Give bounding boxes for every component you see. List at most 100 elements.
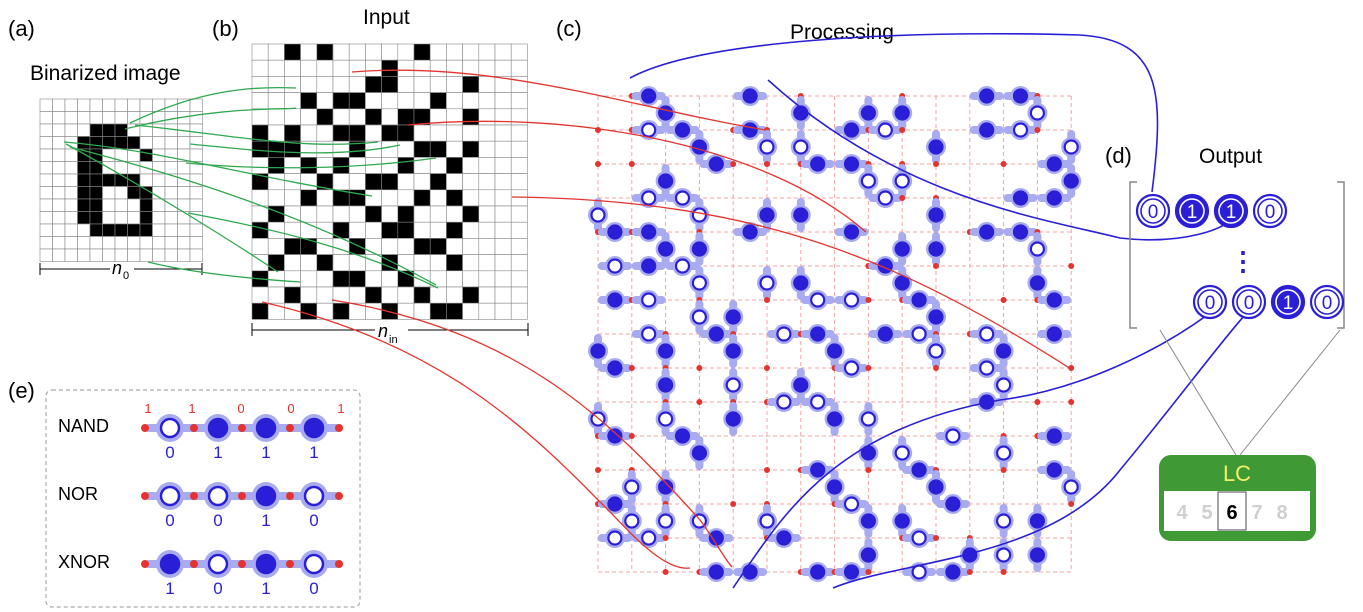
- hollow-bit-node-icon: [810, 292, 826, 308]
- filled-bit-node-icon: [255, 417, 277, 439]
- pixel-off: [39, 248, 53, 262]
- pixel-off: [139, 136, 153, 150]
- pixel-off: [164, 148, 178, 162]
- pixel-on: [381, 59, 399, 77]
- filled-bit-node-icon: [826, 343, 843, 359]
- pixel-off: [462, 173, 480, 191]
- hollow-bit-node-icon: [641, 326, 657, 342]
- pixel-off: [102, 198, 116, 212]
- pixel-off: [64, 123, 78, 137]
- pixel-off: [348, 43, 366, 61]
- pixel-on: [77, 173, 91, 187]
- hollow-bit-node-icon: [995, 377, 1012, 393]
- pixel-off: [114, 211, 128, 225]
- panel-b-dimension: n in: [251, 321, 529, 346]
- pixel-off: [52, 236, 66, 250]
- filled-bit-node-icon: [1012, 88, 1029, 104]
- pixel-off: [446, 76, 463, 93]
- junction-dot-icon: [141, 424, 149, 432]
- pixel-off: [139, 173, 153, 187]
- pixel-off: [64, 98, 78, 112]
- pixel-off: [114, 186, 128, 200]
- pixel-on: [365, 286, 382, 304]
- pixel-off: [52, 123, 66, 137]
- pixel-off: [348, 173, 366, 191]
- pixel-off: [462, 43, 480, 61]
- pixel-off: [164, 236, 178, 250]
- filled-bit-node-icon: [255, 485, 277, 507]
- pixel-off: [189, 98, 203, 112]
- pixel-off: [478, 124, 496, 142]
- pixel-off: [39, 98, 53, 112]
- blue-wire: [832, 313, 1247, 589]
- green-wire: [134, 124, 379, 145]
- lc-digit: 7: [1251, 502, 1262, 524]
- gate-output-bit: 0: [213, 511, 222, 530]
- green-wire: [69, 146, 437, 286]
- filled-bit-node-icon: [725, 411, 741, 427]
- pixel-off: [251, 238, 269, 255]
- hollow-bit-node-icon: [303, 485, 325, 507]
- pixel-off: [478, 221, 496, 239]
- output-bit-label: 1: [1283, 293, 1294, 314]
- pixel-on: [267, 254, 285, 272]
- pixel-off: [510, 221, 528, 239]
- red-wire: [331, 299, 733, 568]
- hollow-bit-node-icon: [759, 275, 775, 291]
- gate-input-bit: 0: [287, 401, 294, 416]
- pixel-off: [397, 238, 415, 255]
- pixel-off: [189, 236, 203, 250]
- gate-name: NAND: [58, 416, 109, 436]
- pixel-off: [494, 205, 512, 223]
- filled-bit-node-icon: [1046, 156, 1062, 172]
- pixel-off: [139, 236, 153, 250]
- filled-bit-node-icon: [894, 105, 910, 121]
- pixel-off: [164, 248, 178, 262]
- filled-bit-node-icon: [641, 258, 657, 274]
- filled-bit-node-icon: [657, 377, 674, 393]
- filled-bit-node-icon: [303, 417, 325, 439]
- pixel-off: [89, 248, 103, 262]
- pixel-on: [365, 76, 382, 93]
- hollow-bit-node-icon: [641, 190, 657, 206]
- green-wire: [189, 143, 401, 154]
- junction-dot-icon: [764, 161, 770, 167]
- pixel-off: [446, 59, 463, 77]
- pixel-off: [446, 124, 463, 142]
- pixel-off: [251, 157, 269, 174]
- pixel-on: [462, 76, 480, 93]
- junction-dot-icon: [730, 161, 737, 167]
- output-bit-label: 0: [1205, 293, 1216, 314]
- pixel-off: [494, 173, 512, 191]
- pixel-off: [52, 173, 66, 187]
- pixel-off: [64, 223, 78, 237]
- filled-bit-node-icon: [860, 105, 877, 121]
- filled-bit-node-icon: [607, 224, 623, 240]
- junction-dot-icon: [865, 297, 872, 303]
- pixel-on: [316, 254, 334, 272]
- pixel-off: [429, 157, 447, 174]
- hollow-bit-node-icon: [928, 343, 944, 359]
- pixel-on: [332, 157, 350, 174]
- red-wire: [261, 301, 691, 569]
- green-wire: [187, 212, 439, 289]
- pixel-on: [267, 140, 285, 158]
- pixel-off: [64, 211, 78, 225]
- pixel-off: [494, 302, 512, 320]
- pixel-off: [365, 59, 382, 77]
- binarized-image-grid: [39, 98, 203, 262]
- pixel-off: [478, 286, 496, 304]
- gate-output-bit: 1: [309, 443, 318, 462]
- hollow-bit-node-icon: [607, 530, 623, 546]
- filled-bit-node-icon: [860, 513, 877, 529]
- pixel-off: [251, 92, 269, 110]
- hollow-bit-node-icon: [945, 428, 961, 444]
- pixel-on: [332, 92, 350, 110]
- lc-digit: 5: [1201, 502, 1212, 524]
- lc-active-box: [1217, 491, 1247, 531]
- output-bit-inner: [1179, 198, 1205, 224]
- filled-bit-node-icon: [590, 343, 606, 359]
- pixel-on: [89, 198, 103, 212]
- pixel-off: [39, 236, 53, 250]
